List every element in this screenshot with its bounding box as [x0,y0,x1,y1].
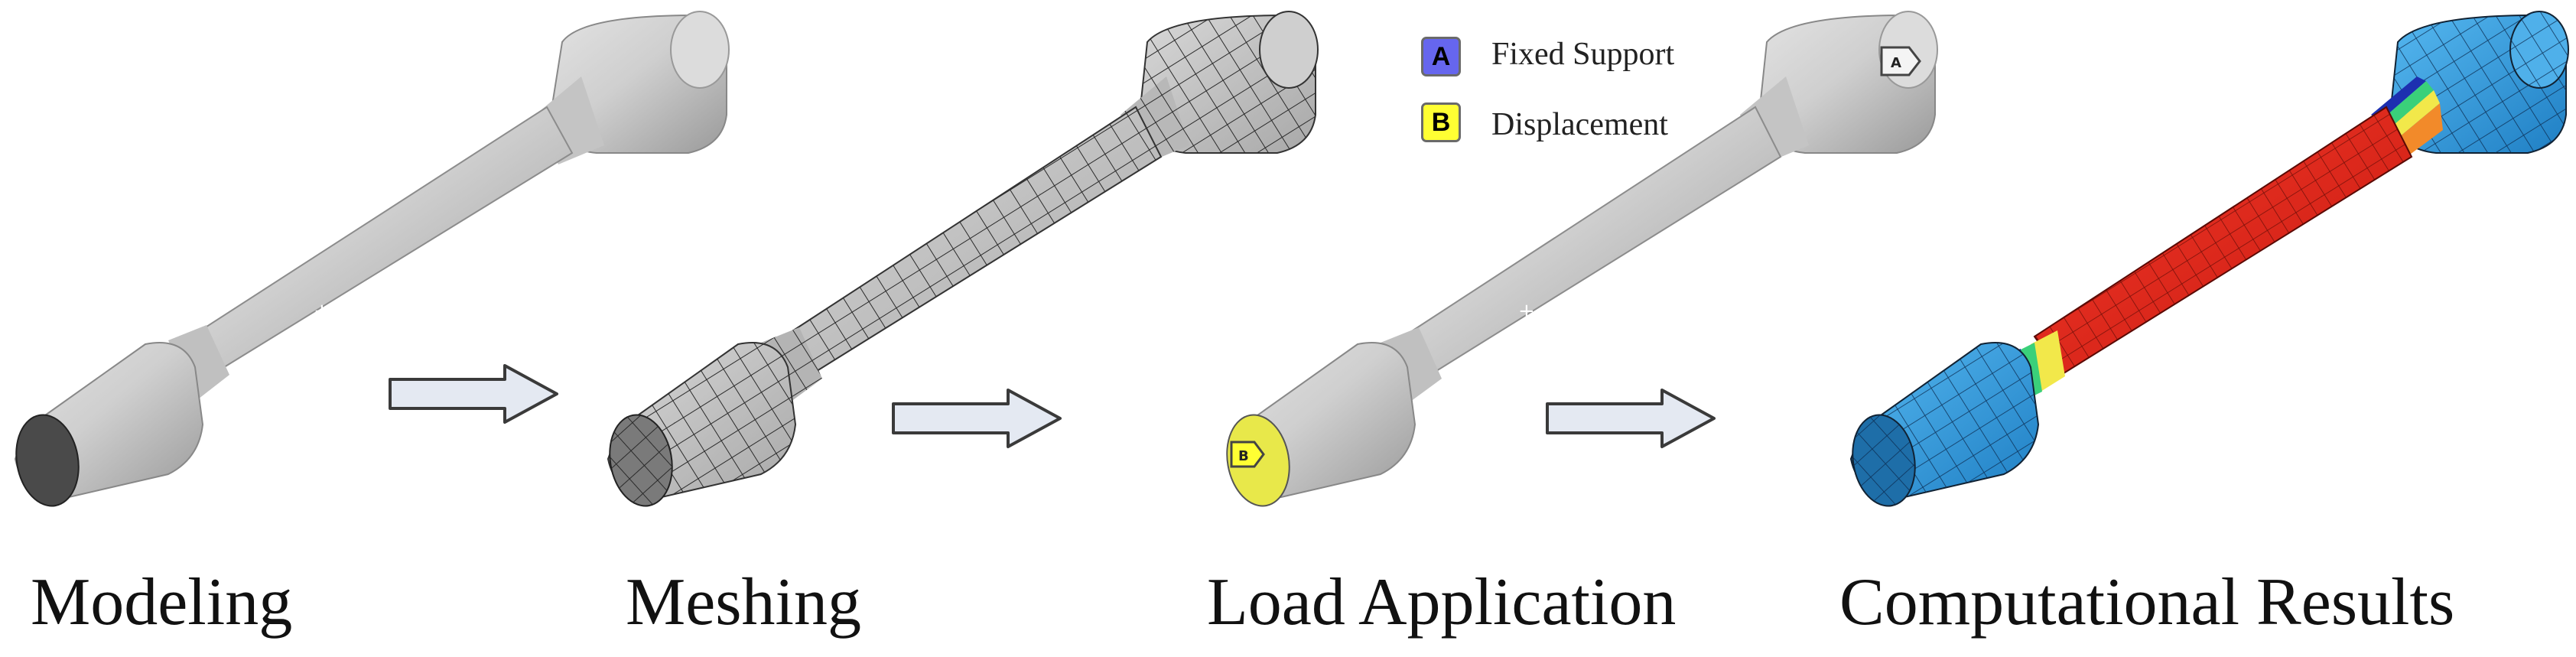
support-marker-icon: A [1880,46,1921,76]
caption-meshing: Meshing [626,565,861,639]
specimen-meshing [607,11,1319,507]
right-arrow-icon [892,389,1062,448]
svg-text:+: + [1518,300,1535,323]
legend-key-a: A [1431,41,1451,71]
legend-swatch-displacement: B [1421,102,1461,142]
specimen-modeling: + [14,11,730,507]
svg-text:+: + [314,300,330,323]
specimen-computational-results [1849,11,2569,507]
svg-text:B: B [1238,448,1249,464]
legend-label-fixed-support: Fixed Support [1491,37,1675,72]
right-arrow-icon [389,364,558,424]
svg-text:A: A [1891,55,1901,71]
legend-label-displacement: Displacement [1491,107,1668,142]
right-arrow-icon [1546,389,1716,448]
caption-modeling: Modeling [31,565,293,639]
caption-load-application: Load Application [1207,565,1677,639]
legend-key-b: B [1431,107,1451,137]
specimen-load-application: + [1226,11,1938,507]
caption-computational-results: Computational Results [1839,565,2455,639]
legend-swatch-fixed-support: A [1421,37,1461,76]
support-marker-icon: B [1230,441,1265,468]
